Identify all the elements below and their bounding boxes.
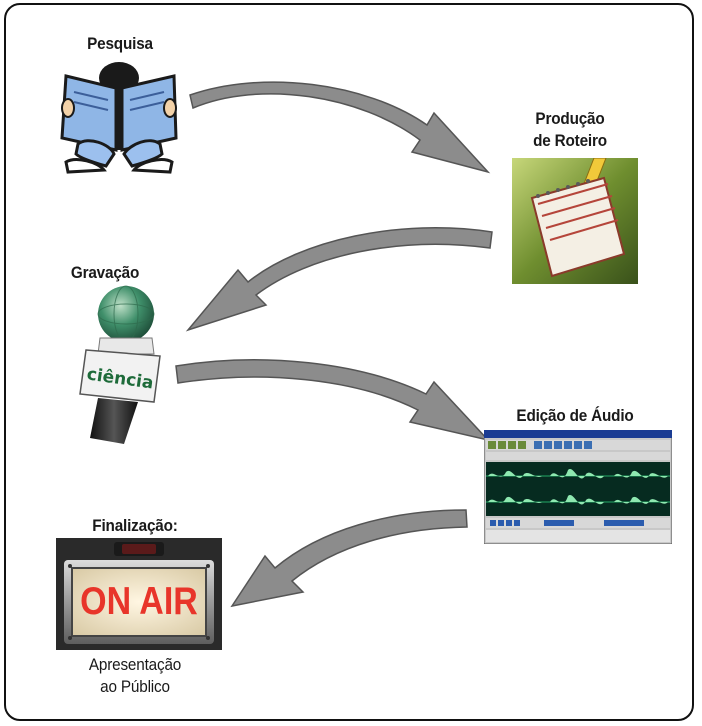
label-apresentacao-line1: Apresentação	[88, 655, 182, 674]
label-producao-line2: de Roteiro	[533, 131, 607, 150]
label-producao-line1: Produção	[535, 109, 605, 128]
notebook-pencil-image	[512, 158, 638, 284]
label-pesquisa: Pesquisa	[87, 34, 153, 53]
label-gravacao: Gravação	[70, 263, 140, 282]
arrow-edicao-to-finalizacao	[230, 509, 468, 608]
arrow-gravacao-to-edicao	[175, 359, 491, 442]
reading-person-image	[60, 62, 178, 174]
label-producao: Produção de Roteiro	[507, 108, 633, 152]
arrow-producao-to-gravacao	[185, 227, 493, 332]
audio-editor-image	[484, 430, 672, 544]
label-finalizacao: Finalização:	[92, 516, 178, 535]
label-edicao: Edição de Áudio	[516, 406, 634, 425]
on-air-text: ON AIR	[80, 579, 198, 623]
arrow-pesquisa-to-producao	[189, 81, 491, 174]
label-apresentacao: Apresentação ao Público	[68, 654, 203, 698]
on-air-sign-image: ON AIR	[56, 538, 222, 650]
label-apresentacao-line2: ao Público	[100, 677, 170, 696]
microphone-image: ciência	[79, 285, 161, 444]
